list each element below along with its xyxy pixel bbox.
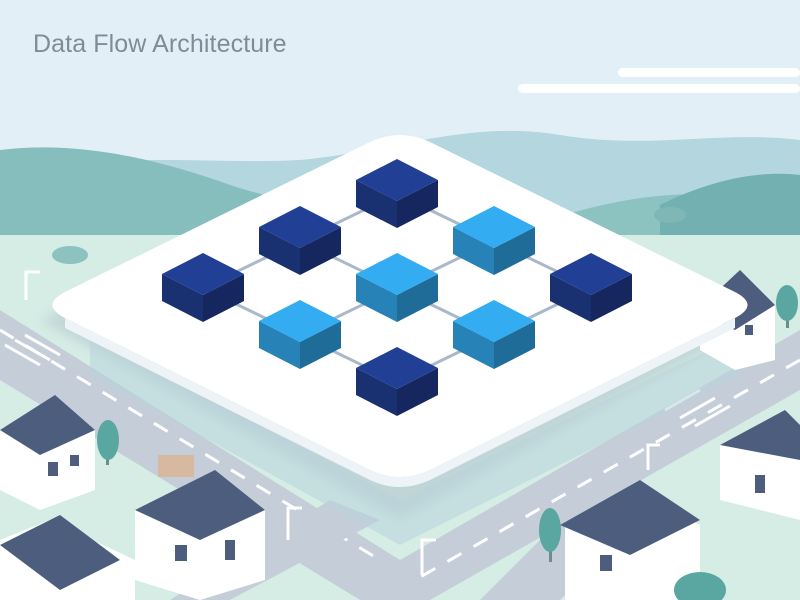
house (560, 480, 700, 600)
tree (674, 572, 726, 600)
street-lamp (24, 270, 660, 575)
node-cube-dark (356, 159, 438, 228)
node-cube-dark (550, 253, 632, 322)
house (0, 395, 95, 510)
cloud (518, 84, 800, 93)
platform-glass (90, 330, 740, 545)
node-cube-light (356, 253, 438, 322)
tree (539, 508, 561, 562)
house (720, 410, 800, 520)
house (0, 515, 135, 600)
bush (52, 246, 88, 264)
bush (654, 207, 686, 223)
node-cube-light (259, 300, 341, 369)
tree (776, 285, 798, 328)
node-cube-light (453, 300, 535, 369)
house (135, 470, 265, 600)
fence (158, 455, 194, 477)
node-cube-light (453, 206, 535, 275)
cloud (618, 68, 800, 77)
node-cube-dark (356, 347, 438, 416)
tree (97, 420, 119, 465)
node-cube-dark (162, 253, 244, 322)
node-layer (162, 159, 632, 416)
diagram-title: Data Flow Architecture (33, 30, 287, 58)
node-cube-dark (259, 206, 341, 275)
